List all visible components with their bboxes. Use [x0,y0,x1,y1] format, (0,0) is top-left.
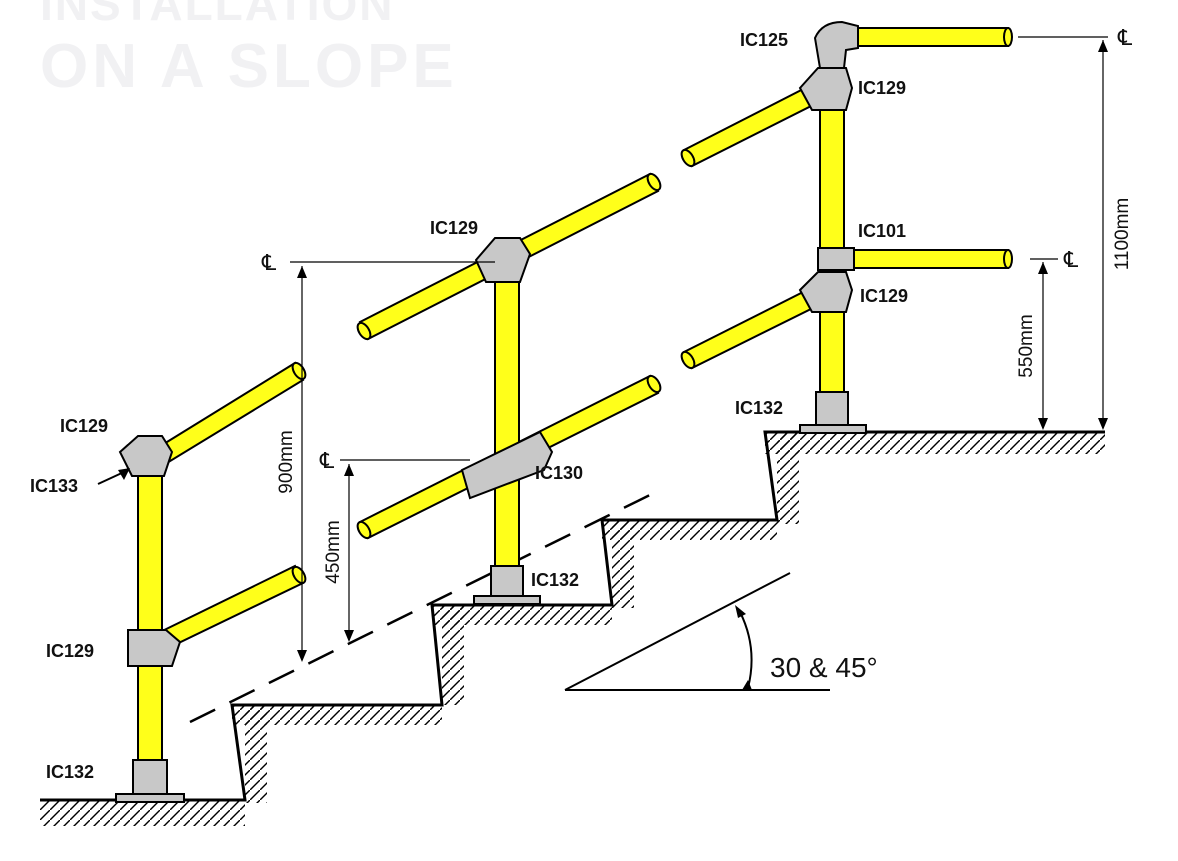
fitting-ic129-left-mid [127,629,182,667]
label-ic101: IC101 [858,221,906,241]
dimension-1100-label: 1100mm [1112,198,1133,271]
fitting-ic130 [460,430,554,500]
rail-end [680,350,696,370]
arrow [1038,262,1048,274]
riser-hatch-1 [245,705,267,803]
arrow [297,266,307,278]
fitting-ic101 [817,247,855,271]
arrow [1098,40,1108,52]
rail-end [680,148,696,168]
dimension-450-label: 450mm [323,520,344,583]
rail-right-slope-top [682,81,825,168]
arrow [344,630,354,642]
fitting-ic132-right [815,391,849,429]
centerline-symbol-right: ℄ [1063,248,1079,273]
ic133-pointer-arrow [118,468,130,480]
angle-arrow-top [735,605,746,618]
post-left [137,469,163,763]
fitting-ic125 [813,20,859,69]
riser-hatch-3 [612,520,634,608]
angle-slope-line [564,572,791,691]
label-ic129-left-top: IC129 [60,416,108,436]
fitting-ic132-left [132,759,168,799]
rail-end [1003,27,1013,47]
rails [152,27,1013,653]
angle-arc [739,611,753,689]
fitting-ic132-middle-plate [473,595,541,605]
label-ic125: IC125 [740,30,788,50]
tread-hatch-3 [602,520,777,540]
post-middle [494,277,520,569]
rail-right-mid-horizontal [849,249,1009,269]
label-ic129-right-top: IC129 [858,78,906,98]
label-ic129-middle-top: IC129 [430,218,478,238]
arrow [1038,418,1048,430]
rail-end [356,520,372,540]
fitting-ic129-right-top [798,67,854,111]
ground-hatch-top [765,432,1105,454]
centerline-symbol-900: ℄ [261,251,277,276]
rail-end [1003,249,1013,269]
ground-hatch-bottom [40,800,245,826]
label-ic133: IC133 [30,476,78,496]
fitting-ic132-right-plate [799,424,867,434]
rail-right-top-horizontal [854,27,1009,47]
rail-end [646,172,662,192]
part-labels: IC125 IC129 IC101 IC129 IC132 IC129 IC13… [30,30,908,782]
tread-hatch-2 [432,605,612,625]
rail-end [356,321,372,341]
label-ic129-left-mid: IC129 [46,641,94,661]
label-ic132-right: IC132 [735,398,783,418]
riser-hatch-2 [442,605,464,705]
tread-hatch-1 [232,705,442,725]
angle-arrow-bottom [742,680,752,690]
fitting-ic129-middle-top [474,237,532,283]
dimension-arrows [297,40,1108,662]
ic133-pointer-line [97,471,125,485]
rail-end [646,374,662,394]
arrow [297,650,307,662]
dimension-lines [290,36,1108,660]
fitting-ic129-right-mid [798,271,854,313]
fitting-ic132-middle [490,565,524,599]
label-ic132-middle: IC132 [531,570,579,590]
centerline-symbols: ℄ ℄ ℄ ℄ [261,26,1133,474]
dimension-900-label: 900mm [276,430,297,493]
centerline-symbol-450: ℄ [319,449,335,474]
label-ic129-right-mid: IC129 [860,286,908,306]
fitting-ic129-left-top [118,435,174,477]
fittings [115,20,867,803]
centerline-symbol-top: ℄ [1117,26,1133,51]
label-ic132-left: IC132 [46,762,94,782]
dimension-550-label: 550mm [1016,314,1037,377]
arrow [344,464,354,476]
rail-right-slope-mid [682,284,825,370]
arrow [1098,418,1108,430]
riser-hatch-4 [777,432,799,524]
fitting-ic132-left-plate [115,793,185,803]
label-ic130: IC130 [535,463,583,483]
angle-label: 30 & 45° [770,652,878,683]
angle-indicator: 30 & 45° [564,572,878,691]
